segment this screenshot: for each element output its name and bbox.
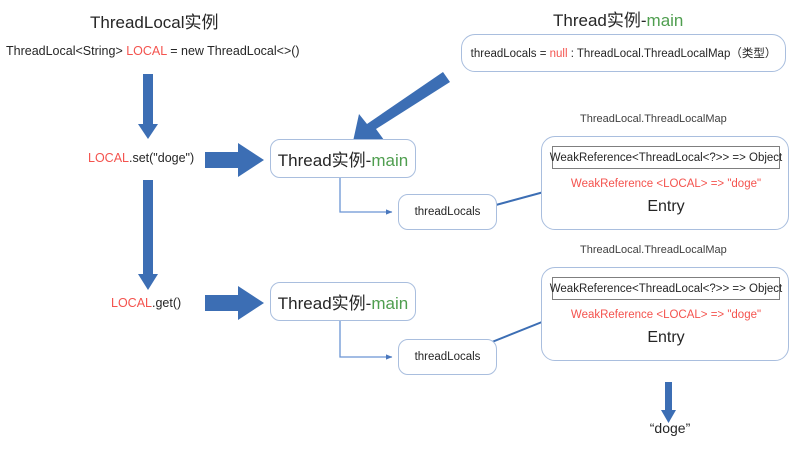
set-thread-instance-label: Thread实例-main bbox=[278, 146, 408, 171]
threadlocal-instance-title: ThreadLocal实例 bbox=[90, 13, 219, 32]
set-thread-instance-box: Thread实例-main bbox=[270, 139, 416, 178]
set-thread-instance-thread: main bbox=[371, 151, 409, 170]
set-threadlocals-label: threadLocals bbox=[414, 206, 481, 218]
local-set-call: LOCAL.set("doge") bbox=[88, 151, 194, 165]
threadlocals-null-value: null bbox=[549, 48, 568, 60]
get-thread-instance-thread: main bbox=[371, 294, 409, 313]
set-map-caption: ThreadLocal.ThreadLocalMap bbox=[580, 113, 727, 125]
arrow-down-icon-entry-to-result bbox=[661, 382, 676, 423]
get-map-caption: ThreadLocal.ThreadLocalMap bbox=[580, 244, 727, 256]
set-map-entry-reference: WeakReference <LOCAL> => "doge" bbox=[570, 178, 762, 190]
arrow-down-icon-set-to-get bbox=[138, 180, 158, 290]
threadlocal-declaration: ThreadLocal<String> LOCAL = new ThreadLo… bbox=[6, 44, 300, 58]
local-set-variable: LOCAL bbox=[88, 151, 129, 165]
local-get-method: .get() bbox=[152, 296, 182, 310]
set-map-entry-label: Entry bbox=[647, 198, 685, 215]
get-result-value: “doge” bbox=[649, 420, 691, 436]
arrow-down-icon-declaration-to-set bbox=[138, 74, 158, 139]
declaration-variable: LOCAL bbox=[126, 44, 167, 58]
set-map-weakreference-header: WeakReference<ThreadLocal<?>> => Object bbox=[550, 146, 782, 169]
get-thread-instance-box: Thread实例-main bbox=[270, 282, 416, 321]
threadlocals-null-prefix: threadLocals = bbox=[470, 48, 550, 60]
set-threadlocals-box: threadLocals bbox=[398, 194, 497, 230]
local-get-variable: LOCAL bbox=[111, 296, 152, 310]
set-threadlocalmap-box: WeakReference<ThreadLocal<?>> => Object … bbox=[541, 136, 789, 230]
get-thread-instance-prefix: Thread实例- bbox=[277, 294, 372, 313]
threadlocals-null-field: threadLocals = null : ThreadLocal.Thread… bbox=[471, 45, 777, 61]
thread-instance-top-title-thread: main bbox=[646, 11, 684, 30]
threadlocals-null-suffix: : ThreadLocal.ThreadLocalMap（类型） bbox=[567, 48, 777, 60]
elbow-connector-icon-set bbox=[339, 178, 393, 215]
local-get-call: LOCAL.get() bbox=[111, 296, 181, 310]
get-map-entry-label: Entry bbox=[647, 329, 685, 346]
declaration-suffix: = new ThreadLocal<>() bbox=[166, 44, 300, 58]
get-threadlocalmap-box: WeakReference<ThreadLocal<?>> => Object … bbox=[541, 267, 789, 361]
local-set-method: .set("doge") bbox=[129, 151, 195, 165]
get-threadlocals-box: threadLocals bbox=[398, 339, 497, 375]
arrow-diagonal-icon-top-thread-to-set-thread bbox=[352, 72, 450, 146]
get-map-entry-reference: WeakReference <LOCAL> => "doge" bbox=[570, 309, 762, 321]
get-map-weakreference-header: WeakReference<ThreadLocal<?>> => Object bbox=[550, 277, 782, 300]
thread-instance-top-title: Thread实例-main bbox=[553, 6, 683, 31]
thread-instance-top-box: threadLocals = null : ThreadLocal.Thread… bbox=[461, 34, 786, 72]
elbow-connector-icon-get bbox=[339, 321, 393, 360]
arrow-right-icon-set bbox=[205, 143, 264, 177]
set-thread-instance-prefix: Thread实例- bbox=[277, 151, 372, 170]
thread-instance-top-title-prefix: Thread实例- bbox=[553, 11, 647, 30]
get-thread-instance-label: Thread实例-main bbox=[278, 289, 408, 314]
arrow-right-icon-get bbox=[205, 286, 264, 320]
declaration-prefix: ThreadLocal<String> bbox=[6, 44, 127, 58]
get-threadlocals-label: threadLocals bbox=[414, 351, 481, 363]
